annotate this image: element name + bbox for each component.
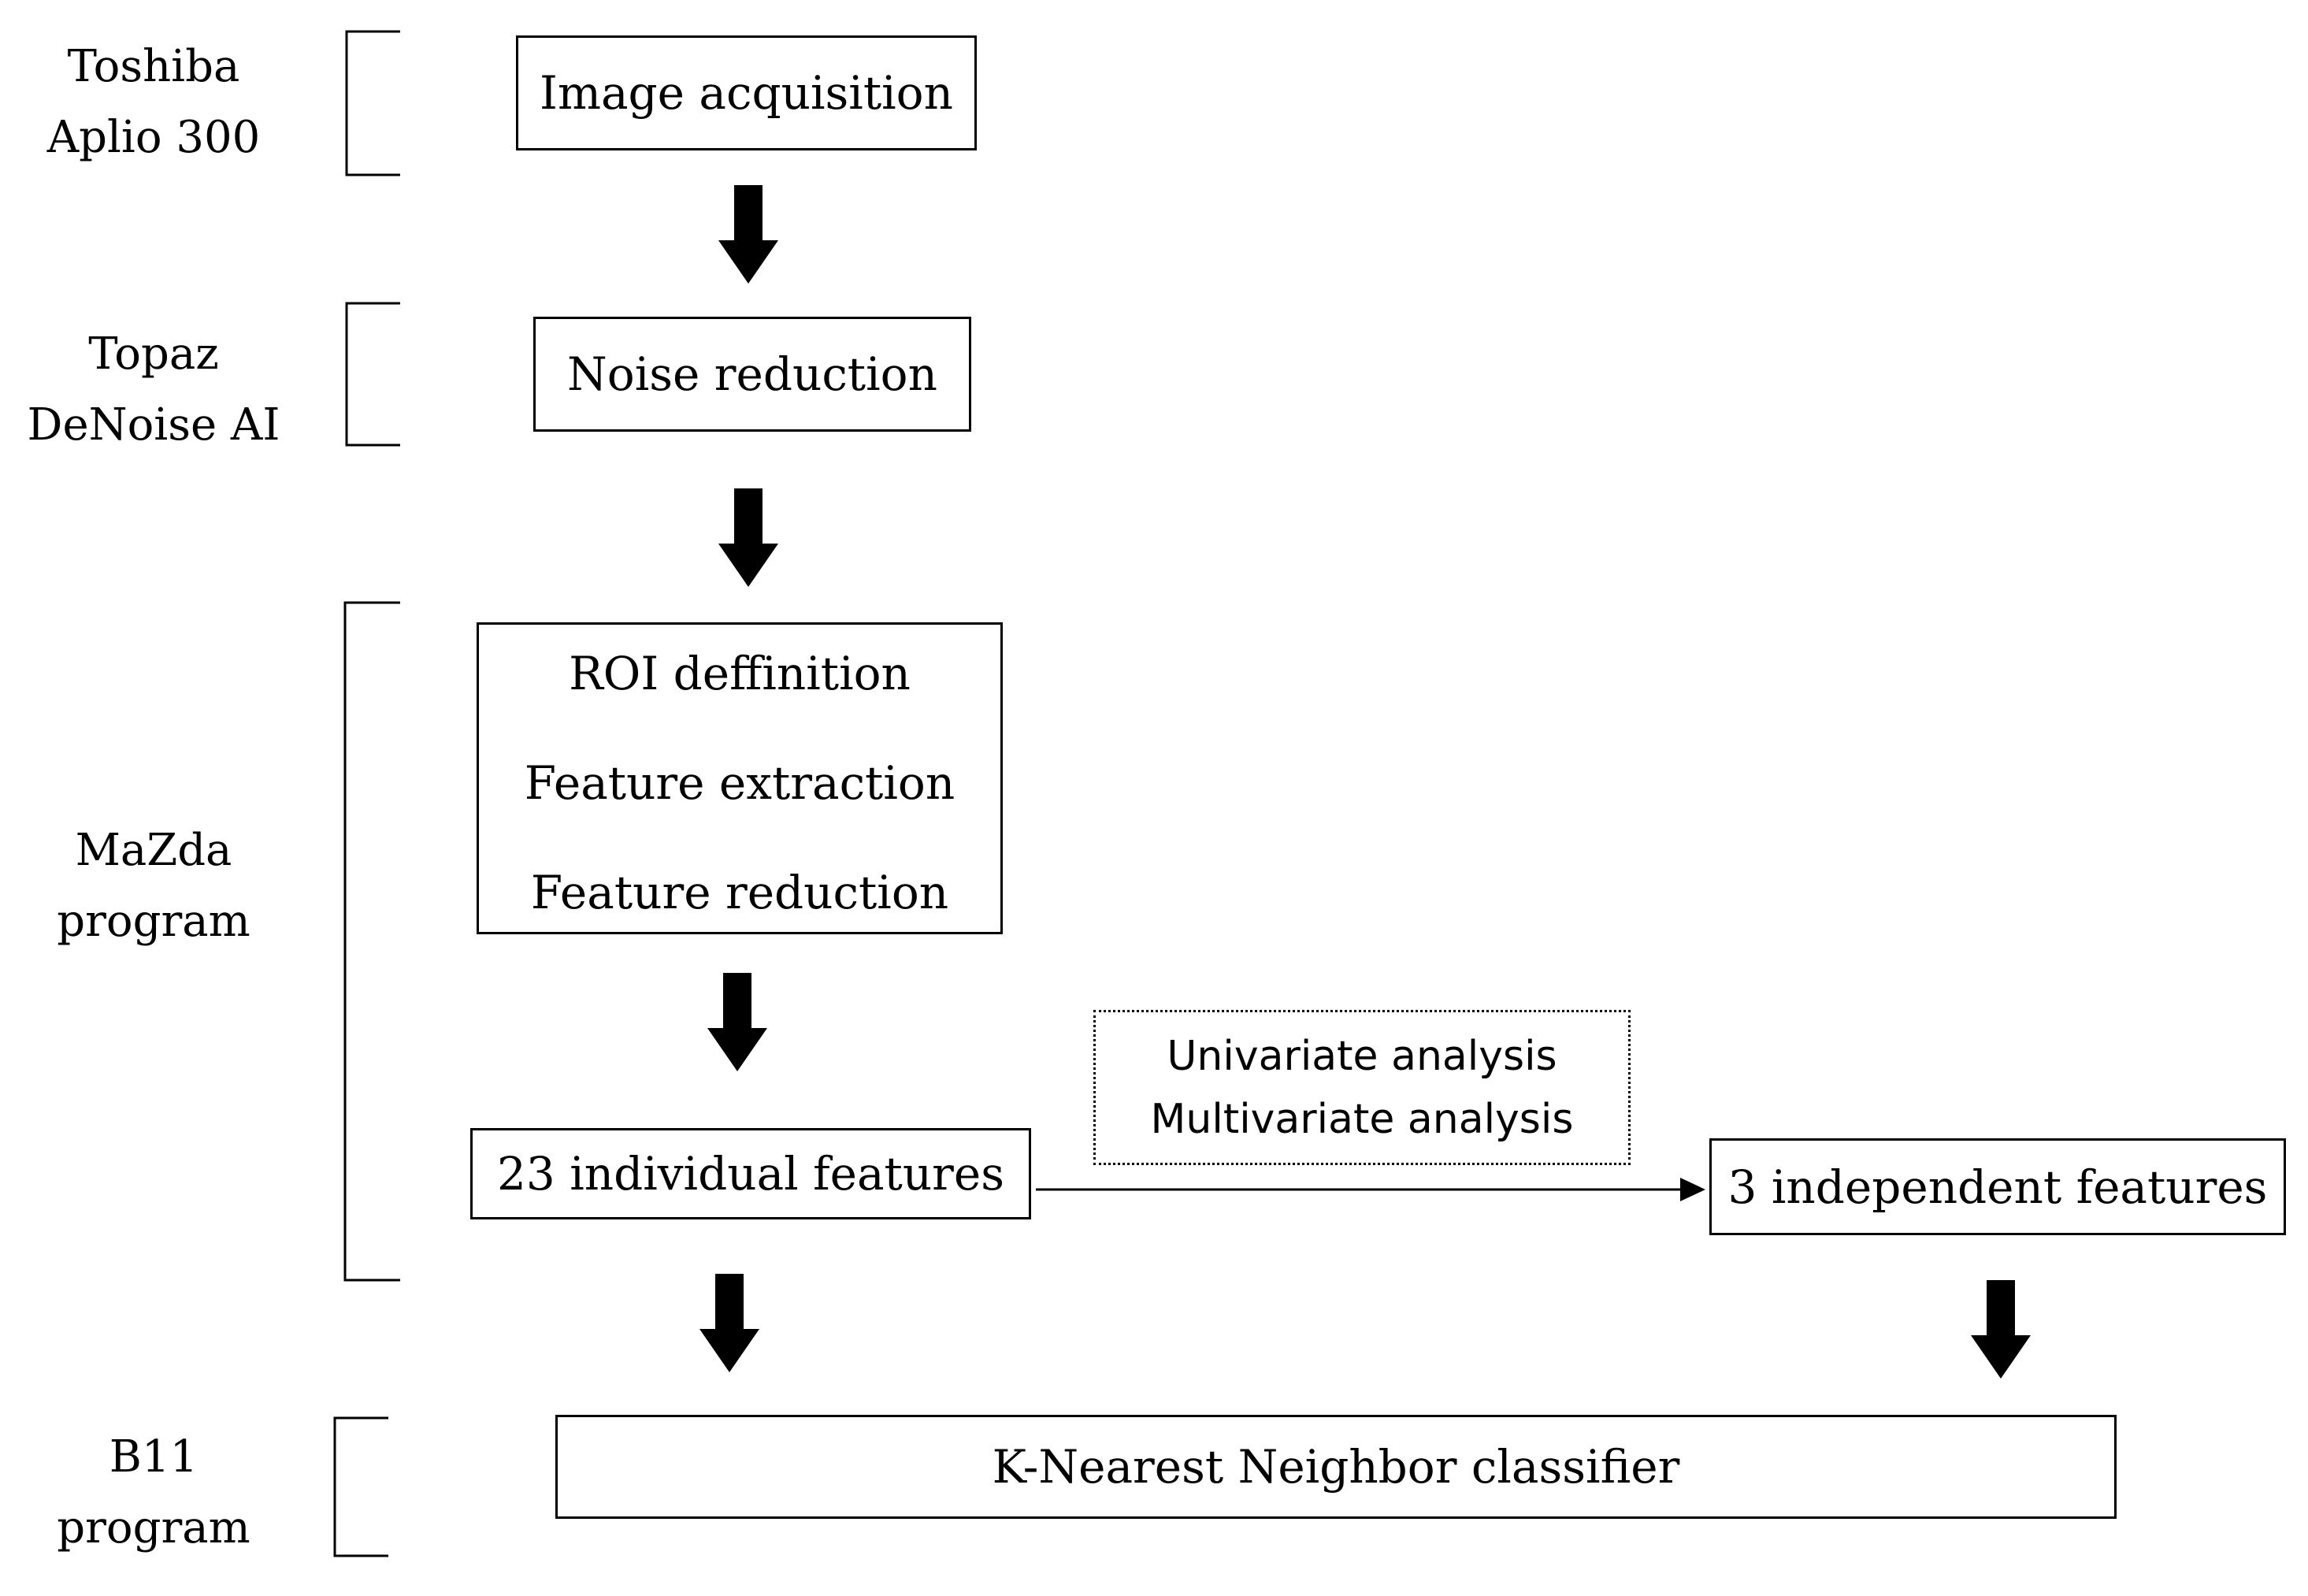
box-mazda-steps: ROI deffinition Feature extraction Featu… (477, 622, 1003, 934)
bracket-b11 (333, 1416, 388, 1557)
image-acquisition-label: Image acquisition (540, 66, 953, 120)
arrow-down-2 (718, 488, 778, 587)
independent-features-label: 3 independent features (1727, 1160, 2268, 1214)
arrow-right-head (1680, 1178, 1705, 1201)
knn-classifier-label: K-Nearest Neighbor classifier (992, 1440, 1680, 1494)
feature-extraction-label: Feature extraction (524, 756, 955, 810)
arrow-down-4 (699, 1274, 759, 1372)
label-mazda: MaZda program (57, 825, 250, 947)
box-image-acquisition: Image acquisition (516, 35, 977, 150)
noise-reduction-label: Noise reduction (567, 347, 937, 401)
box-knn-classifier: K-Nearest Neighbor classifier (555, 1415, 2117, 1519)
label-toshiba: Toshiba Aplio 300 (46, 41, 261, 163)
arrow-down-1 (718, 185, 778, 284)
box-noise-reduction: Noise reduction (533, 317, 971, 432)
box-analysis: Univariate analysis Multivariate analysi… (1093, 1010, 1631, 1165)
roi-definition-label: ROI deffinition (569, 647, 911, 700)
bracket-topaz (345, 302, 400, 447)
box-individual-features: 23 individual features (470, 1128, 1031, 1219)
bracket-mazda (343, 601, 400, 1282)
arrow-down-5 (1971, 1280, 2031, 1379)
bracket-toshiba (345, 30, 400, 176)
individual-features-label: 23 individual features (496, 1147, 1005, 1201)
label-topaz: Topaz DeNoise AI (27, 328, 280, 451)
box-independent-features: 3 independent features (1709, 1138, 2286, 1235)
label-b11: B11 program (57, 1431, 250, 1553)
univariate-analysis-label: Univariate analysis (1167, 1032, 1557, 1080)
multivariate-analysis-label: Multivariate analysis (1150, 1095, 1574, 1143)
feature-reduction-label: Feature reduction (530, 866, 949, 919)
arrow-down-3 (707, 973, 767, 1071)
